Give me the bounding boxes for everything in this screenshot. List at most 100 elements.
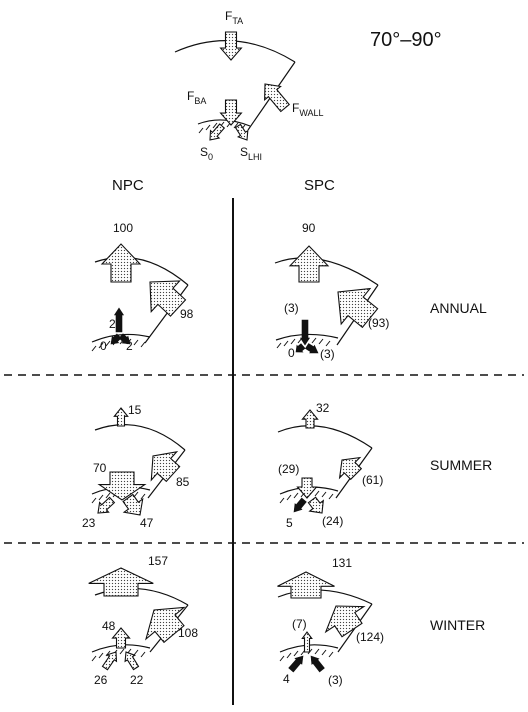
panel-summer-spc: 32 (61) (29) 5 (24) [277,401,383,530]
slhi-label: 2 [126,339,133,353]
s0-label: 5 [286,516,293,530]
top-flux-arrow [288,245,330,283]
legend-f-ba-label: FBA [187,89,206,106]
s0-label: 4 [283,672,290,686]
legend-surface-hatching [198,121,246,134]
bottom-flux-arrow [299,319,311,346]
wall-flux-label: (61) [362,473,383,487]
panel-summer-npc: 15 85 70 23 47 [82,403,190,530]
legend-arrows [209,31,290,141]
legend-s-0-arrow [209,123,226,141]
slhi-label: (24) [322,514,343,528]
panel-arrows [97,407,181,516]
panel-winter-npc: 157 108 48 26 22 [88,554,198,687]
top-flux-label: 157 [148,554,168,568]
top-flux-arrow [88,567,154,597]
slhi-arrow [307,496,324,514]
wall-flux-label: (93) [368,316,389,330]
atmosphere-top-arc [277,589,373,605]
panel-arrows [100,243,187,345]
atmosphere-top-arc [94,256,189,286]
slhi-label: 47 [140,516,154,530]
legend-schematic: FTA FBA FWALL S0 SLHI [174,9,324,162]
wall-flux-arrow [149,280,187,317]
legend-s-0-label: S0 [200,145,213,162]
surface-hatching [91,648,146,662]
slhi-label: (3) [328,673,343,687]
slhi-label: (3) [320,347,335,361]
legend-f-wall-arrow [264,83,290,113]
wall-flux-label: 108 [178,626,198,640]
top-flux-arrow [301,409,319,429]
legend-f-ta-arrow [219,31,243,61]
slhi-label: 22 [130,673,144,687]
top-flux-label: 131 [332,556,352,570]
slhi-arrow [118,333,131,345]
top-flux-label: 15 [128,403,142,417]
legend-f-ba-arrow [219,99,243,126]
legend-s-lhi-arrow [234,123,249,141]
s0-label: 0 [288,346,295,360]
slhi-arrow [304,343,319,354]
bottom-flux-label: (29) [278,462,299,476]
s0-label: 26 [94,673,108,687]
bottom-flux-label: 2 [109,317,116,331]
wall-flux-arrow [324,605,366,638]
bottom-flux-arrow [296,477,318,499]
wall-flux-label: 98 [180,307,194,321]
bottom-flux-label: (7) [292,617,307,631]
panel-annual-npc: 100 98 2 0 2 [91,221,194,353]
atmosphere-top-arc [274,257,379,286]
wall-flux-label: 85 [176,475,190,489]
wall-flux-arrow [150,450,181,483]
top-flux-arrow [113,407,129,427]
s0-arrow [97,496,116,514]
bottom-flux-arrow [301,631,313,653]
atmosphere-top-arc [94,424,186,451]
row-label-winter: WINTER [430,617,485,633]
panel-annual-spc: 90 (93) (3) 0 (3) [274,221,389,361]
s0-arrow [288,655,304,673]
wall-flux-arrow [337,287,379,329]
slhi-arrow [310,655,325,673]
panel-arrows [288,245,379,354]
bottom-flux-arrow [97,471,147,501]
top-flux-label: 90 [302,221,316,235]
bottom-flux-arrow [113,307,125,333]
s0-arrow [295,343,306,353]
wall-flux-arrow [338,456,363,481]
legend-f-ta-label: FTA [225,9,243,26]
wall-flux-arrow [145,606,186,644]
top-flux-label: 32 [316,401,330,415]
bottom-flux-label: 70 [93,461,107,475]
top-flux-arrow [100,243,142,283]
bottom-flux-arrow [111,627,131,649]
column-header-npc: NPC [112,177,144,194]
latitude-range-label: 70°–90° [370,29,442,51]
row-label-summer: SUMMER [430,457,492,473]
panel-arrows [293,409,363,514]
slhi-arrow [122,493,144,516]
s0-arrow [293,497,307,513]
panel-arrows [88,567,186,671]
wall-flux-label: (124) [356,630,384,644]
atmosphere-wall-line [144,284,189,344]
panel-winter-spc: 131 (124) (7) 4 (3) [277,556,384,687]
bottom-flux-label: (3) [284,301,299,315]
row-label-annual: ANNUAL [430,300,487,316]
atmosphere-top-arc [277,425,373,449]
panel-arrows [277,571,366,673]
s0-label: 0 [100,339,107,353]
legend-f-wall-label: FWALL [292,101,324,118]
legend-surface-arc [197,119,251,127]
column-header-spc: SPC [304,177,335,194]
top-flux-label: 100 [113,221,133,235]
slhi-arrow [124,651,140,671]
s0-label: 23 [82,516,96,530]
surface-arc [91,333,151,343]
s0-arrow [101,651,118,671]
legend-s-lhi-label: SLHI [240,145,262,162]
top-flux-arrow [277,571,335,599]
bottom-flux-label: 48 [102,619,116,633]
